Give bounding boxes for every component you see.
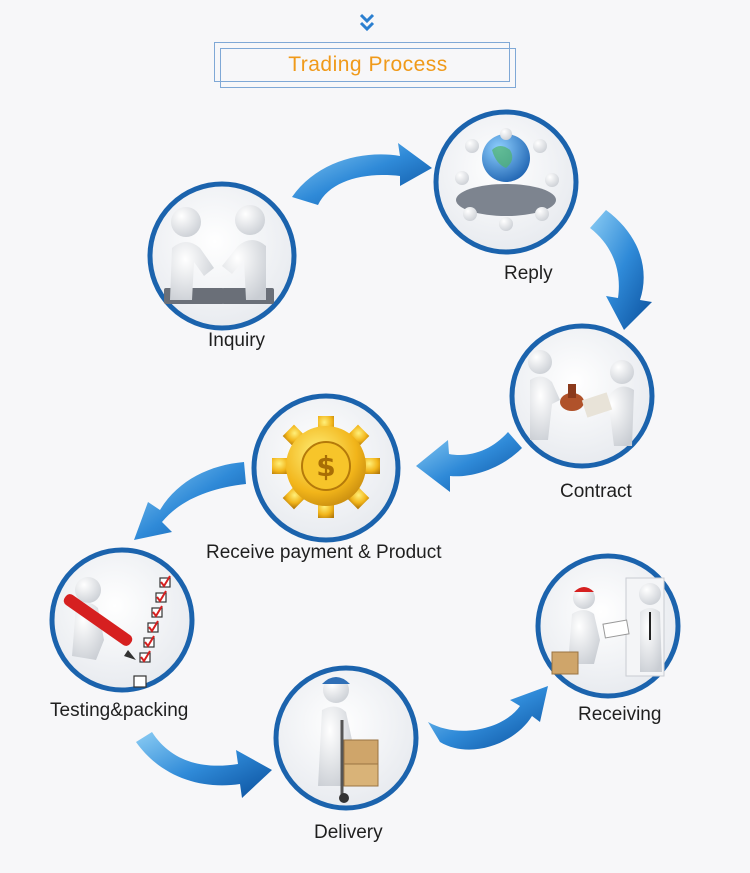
step-contract [509,323,655,469]
page-title: Trading Process [288,53,448,76]
arrow-testing-to-delivery [136,732,272,798]
step-receiving [535,553,681,699]
step-label-receive-payment: Receive payment & Product [206,542,442,563]
double-chevron-down-icon [359,13,375,32]
step-reply [433,109,579,255]
step-label-reply: Reply [504,263,553,284]
step-delivery [273,665,419,811]
step-label-inquiry: Inquiry [208,330,266,351]
step-label-contract: Contract [560,481,632,502]
arrow-payment-to-testing [134,462,246,540]
contract-stamp-icon [528,350,634,446]
step-inquiry [147,181,297,331]
step-label-testing-packing: Testing&packing [50,700,189,721]
title-frame-inner [220,48,516,88]
step-receive-payment: $ [251,393,401,543]
step-label-delivery: Delivery [314,822,383,843]
globe-meeting-icon [455,128,559,231]
gold-gear-dollar-icon: $ [272,416,380,518]
hand-truck-delivery-icon [318,677,379,803]
checklist-pencil-icon [63,575,171,688]
arrow-reply-to-contract [590,210,652,330]
courier-signature-icon [551,577,665,677]
arrow-delivery-to-receiving [428,686,548,750]
title-frame-outer [214,42,510,82]
arrow-inquiry-to-reply [292,143,432,205]
title-banner: Trading Process [214,42,516,88]
step-label-receiving: Receiving [578,704,662,725]
svg-text:$: $ [316,450,335,483]
handshake-figures-icon [164,205,274,304]
step-testing-packing [49,547,195,693]
arrow-contract-to-payment [416,432,522,492]
